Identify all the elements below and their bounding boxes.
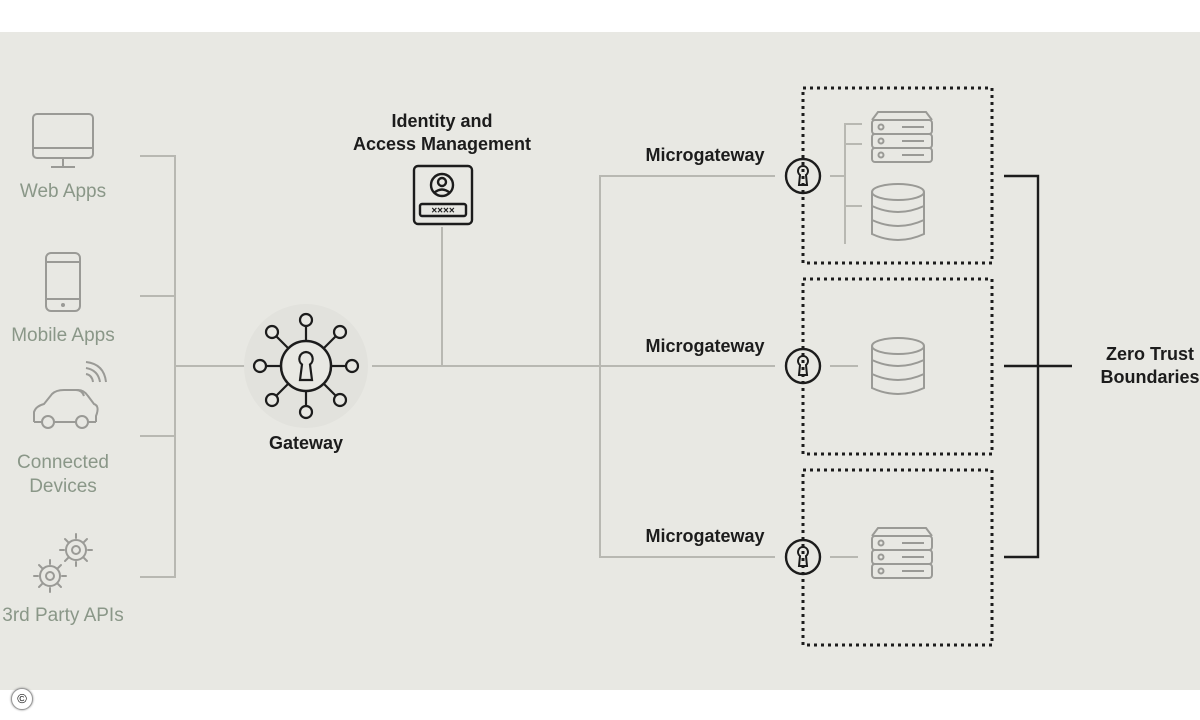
database-icon [871, 183, 925, 241]
gateway-connector-lines [372, 123, 862, 558]
diagram-svg: ×××× [32, 86, 1072, 647]
microgateway-label-3: Microgateway [645, 526, 765, 546]
client-label-web-apps: Web Apps [19, 181, 107, 202]
client-label-3rd-party-apis: 3rd Party APIs [2, 605, 124, 626]
smartphone-icon [45, 252, 81, 312]
keyhole-hub-icon [244, 304, 368, 428]
keyhole-lock-icon [784, 538, 822, 576]
copyright-icon: © [11, 688, 33, 710]
architecture-diagram: ×××× [0, 32, 1200, 690]
gateway-label: Gateway [268, 433, 344, 453]
server-rack-icon [871, 527, 933, 579]
microgateway-label-1: Microgateway [645, 145, 765, 165]
microgateway-label-2: Microgateway [645, 336, 765, 356]
zero-trust-bracket [1004, 174, 1072, 559]
client-label-connected-devices: Connected Devices [17, 452, 109, 497]
zero-trust-label: Zero Trust Boundaries [1100, 344, 1200, 387]
iam-label: Identity and Access Management [352, 111, 532, 154]
id-badge-password-icon: ×××× [412, 164, 474, 226]
gears-icon [33, 533, 93, 593]
server-rack-icon [871, 111, 933, 163]
connected-car-icon [33, 361, 107, 429]
database-icon [871, 337, 925, 395]
svg-text:××××: ×××× [431, 206, 455, 217]
client-connector-lines [140, 155, 246, 578]
client-label-mobile-apps: Mobile Apps [11, 325, 115, 346]
desktop-monitor-icon [32, 113, 94, 168]
